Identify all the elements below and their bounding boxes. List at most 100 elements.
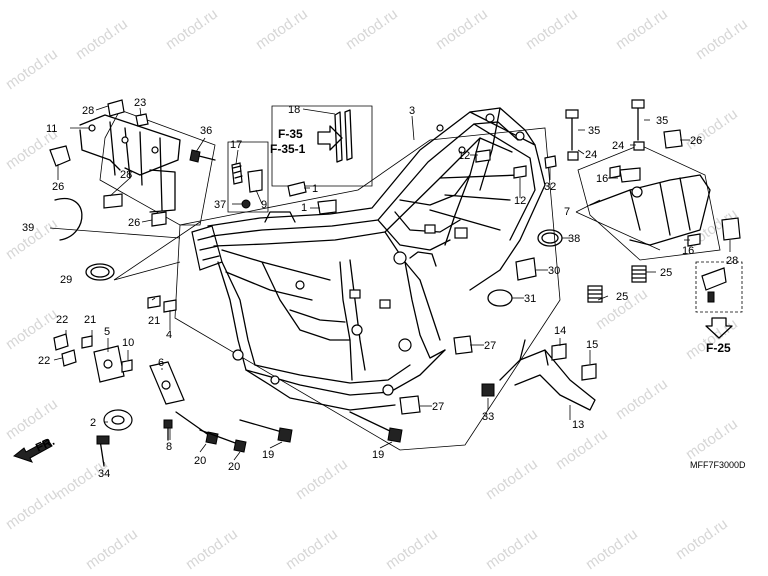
callout-4: 4	[166, 329, 172, 341]
callout-26: 26	[690, 135, 702, 147]
callout-12: 12	[458, 150, 470, 162]
callout-1: 1	[301, 202, 307, 214]
callout-26: 26	[52, 181, 64, 193]
watermark: motod.ru	[3, 395, 61, 443]
watermark: motod.ru	[83, 525, 141, 573]
callout-28: 28	[726, 255, 738, 267]
watermark: motod.ru	[3, 45, 61, 93]
watermark: motod.ru	[583, 525, 641, 573]
callout-17: 17	[230, 139, 242, 151]
callout-28: 28	[82, 105, 94, 117]
callout-38: 38	[568, 233, 580, 245]
callout-23: 23	[134, 97, 146, 109]
ref-f25: F-25	[706, 341, 731, 355]
callout-19: 19	[372, 449, 384, 461]
ref-f35: F-35	[278, 127, 303, 141]
callout-35: 35	[588, 125, 600, 137]
callout-34: 34	[98, 468, 110, 480]
watermark: motod.ru	[163, 5, 221, 53]
callout-15: 15	[586, 339, 598, 351]
watermark: motod.ru	[3, 485, 61, 533]
callout-24: 24	[585, 149, 597, 161]
callout-16: 16	[596, 173, 608, 185]
watermark: motod.ru	[3, 305, 61, 353]
clips-12	[475, 149, 527, 179]
callout-22: 22	[38, 355, 50, 367]
small-parts-17-37-9	[227, 141, 269, 213]
clips-1	[287, 181, 337, 215]
leader-lines	[49, 105, 731, 466]
watermark: motod.ru	[553, 425, 611, 473]
watermark: motod.ru	[693, 15, 751, 63]
ref-f35-1: F-35-1	[270, 142, 306, 156]
watermark: motod.ru	[613, 375, 671, 423]
callout-11: 11	[46, 123, 57, 135]
callout-25: 25	[660, 267, 672, 279]
callout-10: 10	[122, 337, 134, 349]
callout-16: 16	[682, 245, 694, 257]
callout-28: 28	[120, 169, 132, 181]
callout-13: 13	[572, 419, 584, 431]
parts-30-31-27	[399, 257, 537, 415]
callout-37: 37	[214, 199, 226, 211]
watermark: motod.ru	[253, 5, 311, 53]
watermark: motod.ru	[483, 525, 541, 573]
callout-1: 1	[312, 183, 318, 195]
callout-9: 9	[261, 199, 267, 211]
watermark: motod.ru	[483, 455, 541, 503]
watermark: motod.ru	[343, 5, 401, 53]
callout-35: 35	[656, 115, 668, 127]
band-38	[537, 229, 563, 247]
callout-7: 7	[564, 206, 570, 218]
callout-20: 20	[194, 455, 206, 467]
diagram-code: MFF7F3000D	[690, 460, 746, 470]
callout-20: 20	[228, 461, 240, 473]
callout-32: 32	[544, 181, 556, 193]
callout-3: 3	[409, 105, 415, 117]
callout-39: 39	[22, 222, 34, 234]
watermark: motod.ru	[73, 15, 131, 63]
callout-27: 27	[432, 401, 444, 413]
callout-21: 21	[84, 314, 96, 326]
callout-26: 26	[128, 217, 140, 229]
engine-mount-parts	[53, 295, 403, 467]
watermark: motod.ru	[293, 455, 351, 503]
callout-14: 14	[554, 325, 566, 337]
watermark: motod.ru	[383, 525, 441, 573]
callout-12: 12	[514, 195, 526, 207]
callout-18: 18	[288, 104, 300, 116]
watermark: motod.ru	[283, 525, 341, 573]
ref-f25-inset	[695, 261, 743, 339]
callout-22: 22	[56, 314, 68, 326]
fasteners-35-24-25	[565, 99, 647, 303]
callout-30: 30	[548, 265, 560, 277]
callout-6: 6	[158, 357, 164, 369]
callout-21: 21	[148, 315, 160, 327]
watermark: motod.ru	[523, 5, 581, 53]
callout-36: 36	[200, 125, 212, 137]
callouts: 11 28 23 26 28 26 36 17 37 9 18 F-35 F-3…	[22, 97, 746, 480]
parts-29-39	[54, 197, 115, 281]
callout-2: 2	[90, 417, 96, 429]
callout-25: 25	[616, 291, 628, 303]
callout-29: 29	[60, 274, 72, 286]
bolt-36	[189, 149, 216, 163]
grommet-32	[544, 155, 557, 169]
ref-group-18	[271, 105, 373, 187]
callout-8: 8	[166, 441, 172, 453]
front-bracket-assembly	[49, 99, 216, 227]
callout-19: 19	[262, 449, 274, 461]
callout-27: 27	[484, 340, 496, 352]
watermark: motod.ru	[433, 5, 491, 53]
side-bracket-13	[481, 339, 597, 411]
frame-group-outline	[174, 127, 561, 451]
front-label: FR.	[33, 434, 56, 455]
rear-bracket-assembly	[577, 129, 741, 261]
watermark: motod.ru	[183, 525, 241, 573]
watermark: motod.ru	[613, 5, 671, 53]
main-frame	[191, 107, 546, 411]
callout-31: 31	[524, 293, 536, 305]
watermark: motod.ru	[683, 415, 741, 463]
